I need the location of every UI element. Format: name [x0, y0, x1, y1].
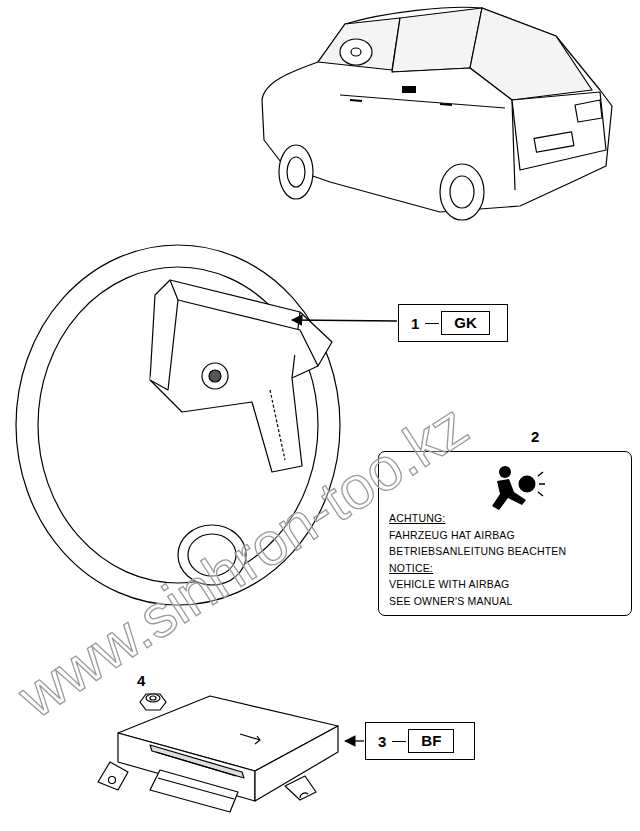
label-text: NOTICE:: [389, 560, 623, 577]
leader-arrow: [345, 740, 364, 741]
part-code: BF: [421, 732, 441, 749]
label-text: SEE OWNER'S MANUAL: [389, 593, 623, 610]
callout-dash: [425, 323, 439, 324]
part-code-box: BF: [408, 729, 454, 753]
callout-number: 1: [411, 315, 419, 332]
part-code-box: GK: [441, 311, 490, 335]
callout-dash: [392, 741, 406, 742]
label-text: VEHICLE WITH AIRBAG: [389, 576, 623, 593]
airbag-icon: [492, 466, 545, 510]
car-outline: [262, 7, 612, 220]
callout-number: 2: [531, 428, 539, 445]
nut: [140, 694, 166, 710]
callout-box: 1 GK: [398, 304, 508, 342]
label-text: BETRIEBSANLEITUNG BEACHTEN: [389, 543, 623, 560]
part-code: GK: [454, 314, 477, 331]
callout-number: 4: [137, 672, 145, 689]
label-text: ACHTUNG:: [389, 510, 623, 527]
control-unit: [98, 696, 338, 812]
callout-number: 3: [378, 733, 386, 750]
leader-arrow: [292, 320, 397, 321]
watermark: www.sinhron-too.kz: [6, 390, 480, 731]
callout-box: 3 BF: [365, 722, 475, 760]
module-location-mark: [402, 86, 416, 93]
airbag-module: [150, 280, 332, 472]
label-text: FAHRZEUG HAT AIRBAG: [389, 527, 623, 544]
